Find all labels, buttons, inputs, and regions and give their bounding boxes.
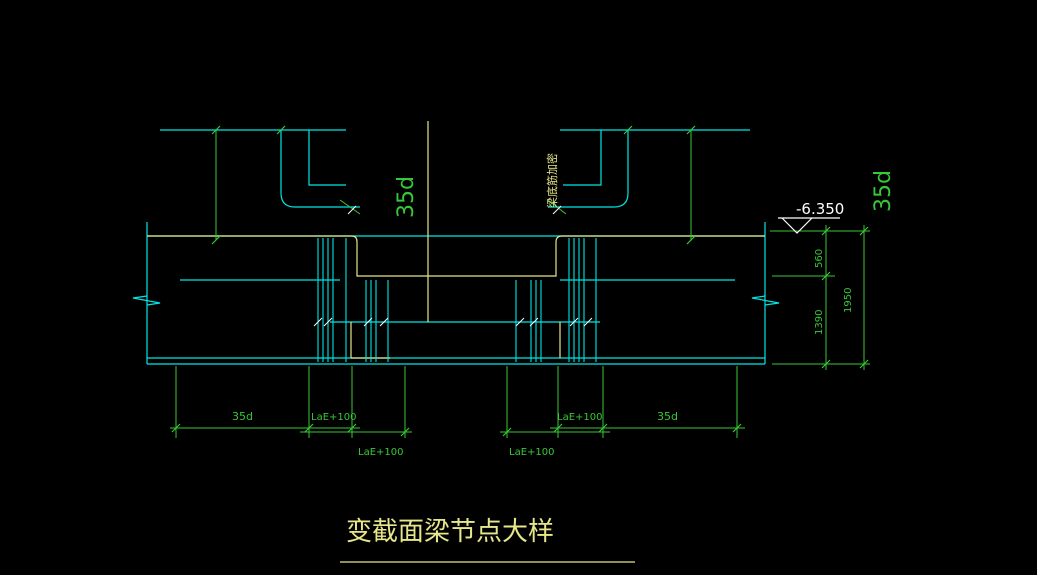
dim-lae-lower-right: LaE+100 <box>509 447 554 458</box>
elevation-text: -6.350 <box>796 200 844 218</box>
rebar-note: 梁底筋加密 <box>545 153 559 208</box>
dim-560: 560 <box>814 249 825 268</box>
anchor-35d-top-right: 35d <box>871 170 896 212</box>
section-profile <box>147 121 765 359</box>
hooked-bar-right-inner <box>563 130 602 186</box>
stirrup-ticks <box>313 205 593 327</box>
stirrups-left <box>317 238 389 362</box>
dim-1950: 1950 <box>843 288 854 313</box>
dim-1390: 1390 <box>814 310 825 335</box>
elevation-marker <box>778 217 840 234</box>
break-mark-left <box>132 295 161 306</box>
drawing-title: 变截面梁节点大样 <box>346 517 554 547</box>
dimension-lines <box>170 130 870 438</box>
break-mark-right <box>751 295 780 306</box>
hooked-bar-left-inner <box>308 130 346 186</box>
dim-35d-bottom-right: 35d <box>657 410 678 423</box>
stirrups-right <box>515 238 597 362</box>
hooked-bar-left-outer <box>280 130 360 208</box>
dimension-ticks <box>171 125 869 437</box>
dim-lae-upper-right: LaE+100 <box>557 412 602 423</box>
dim-35d-bottom-left: 35d <box>232 410 253 423</box>
dim-lae-upper-left: LaE+100 <box>311 412 356 423</box>
anchor-35d-top-left: 35d <box>394 176 419 218</box>
hooked-bar-right-outer <box>548 130 629 208</box>
top-bars <box>160 129 750 323</box>
dim-lae-lower-left: LaE+100 <box>358 447 403 458</box>
